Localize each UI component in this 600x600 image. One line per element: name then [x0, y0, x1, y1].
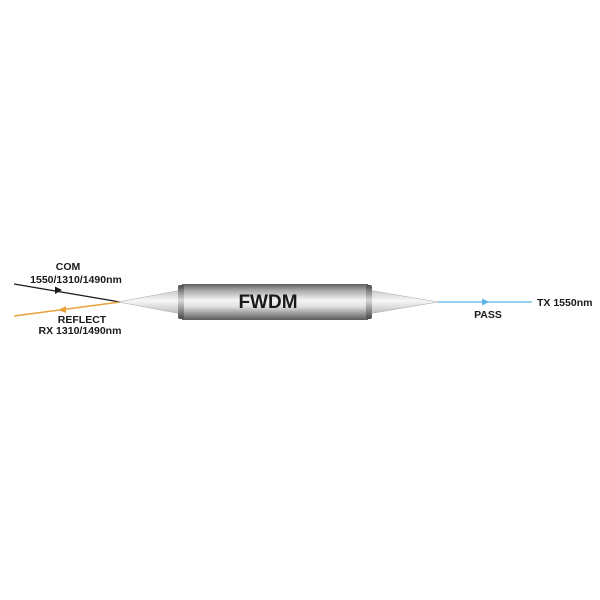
right-boot — [367, 289, 439, 315]
fwdm-body — [182, 284, 368, 320]
com-fiber — [13, 283, 121, 303]
left-end-cap — [178, 285, 184, 319]
pass-wavelength-label: TX 1550nm — [537, 297, 592, 309]
pass-port-label: PASS — [474, 309, 502, 321]
com-port-label: COM — [56, 261, 81, 273]
reflect-arrow-icon — [58, 306, 66, 313]
pass-arrow-icon — [482, 298, 489, 306]
reflect-fiber — [13, 301, 121, 317]
device-label: FWDM — [238, 292, 297, 313]
com-arrow-icon — [55, 286, 62, 294]
right-end-cap — [366, 285, 372, 319]
reflect-port-label: REFLECT — [58, 314, 107, 326]
com-wavelength-label: 1550/1310/1490nm — [30, 274, 122, 286]
left-boot — [117, 289, 183, 315]
reflect-wavelength-label: RX 1310/1490nm — [39, 325, 122, 337]
